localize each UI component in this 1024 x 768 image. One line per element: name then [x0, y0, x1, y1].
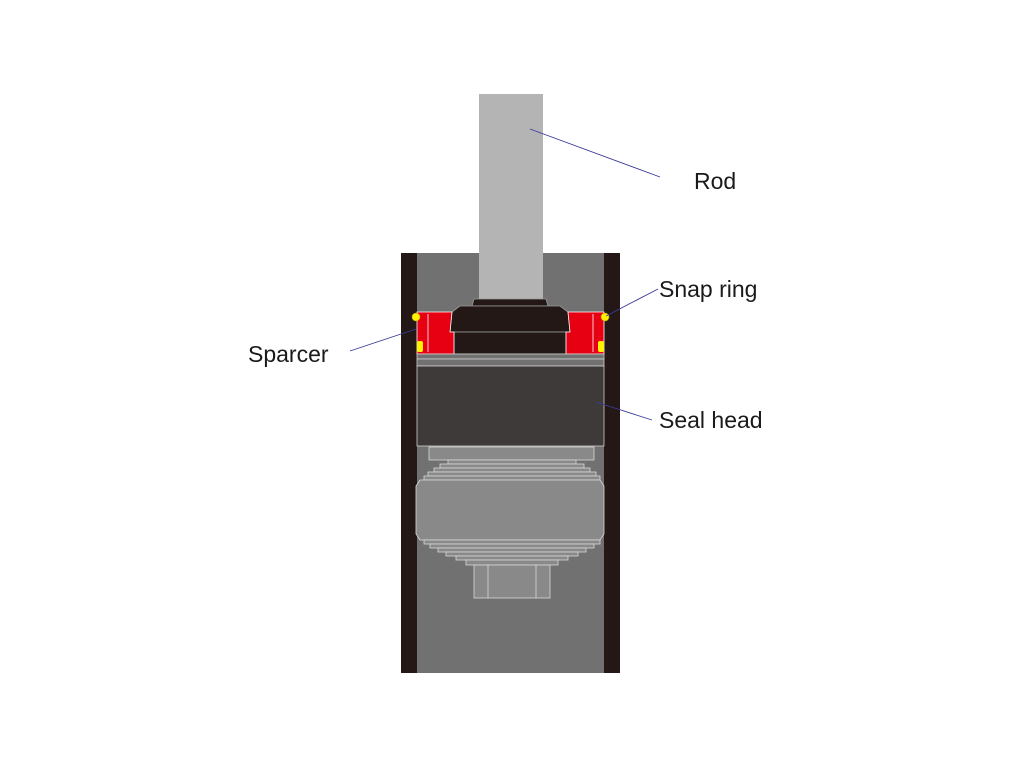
label-snap-ring: Snap ring	[659, 276, 758, 302]
o-ring-right	[598, 341, 604, 352]
rod-end	[473, 564, 551, 599]
snap-ring-right	[600, 312, 610, 322]
leader-lines	[349, 128, 661, 421]
seal-head	[416, 365, 605, 447]
seal-cap-top	[471, 298, 549, 307]
leader-seal-head	[595, 401, 653, 421]
shim-top-6	[423, 475, 601, 481]
seal-cap	[449, 298, 571, 355]
shim-bottom-4	[445, 551, 579, 557]
shim-top-1	[428, 446, 595, 461]
shim-top-4	[433, 467, 591, 473]
shim-bottom-3	[437, 547, 587, 553]
washer-1	[416, 353, 605, 360]
shim-bottom-2	[429, 543, 595, 549]
leader-rod	[529, 128, 661, 178]
piston-assembly	[415, 446, 605, 599]
shim-top-2	[447, 459, 577, 465]
tube-wall-right	[604, 253, 620, 673]
shim-bottom-5	[455, 555, 569, 561]
rod	[479, 94, 543, 302]
snap-ring-left	[411, 312, 421, 322]
shim-bottom-1	[423, 539, 601, 545]
label-spacer: Sparcer	[248, 341, 329, 367]
washer-2	[416, 358, 605, 367]
leader-snap-ring	[605, 288, 659, 317]
o-ring-left	[417, 341, 423, 352]
piston	[415, 479, 605, 541]
shim-top-3	[439, 463, 585, 469]
tube-wall-left	[401, 253, 417, 673]
leader-spacer	[349, 328, 417, 352]
shim-bottom-6	[465, 559, 559, 566]
label-rod: Rod	[694, 168, 737, 194]
label-seal-head: Seal head	[659, 407, 763, 433]
seal-cap-body	[449, 305, 571, 333]
shim-top-5	[427, 471, 597, 477]
seal-cap-base	[453, 331, 567, 355]
